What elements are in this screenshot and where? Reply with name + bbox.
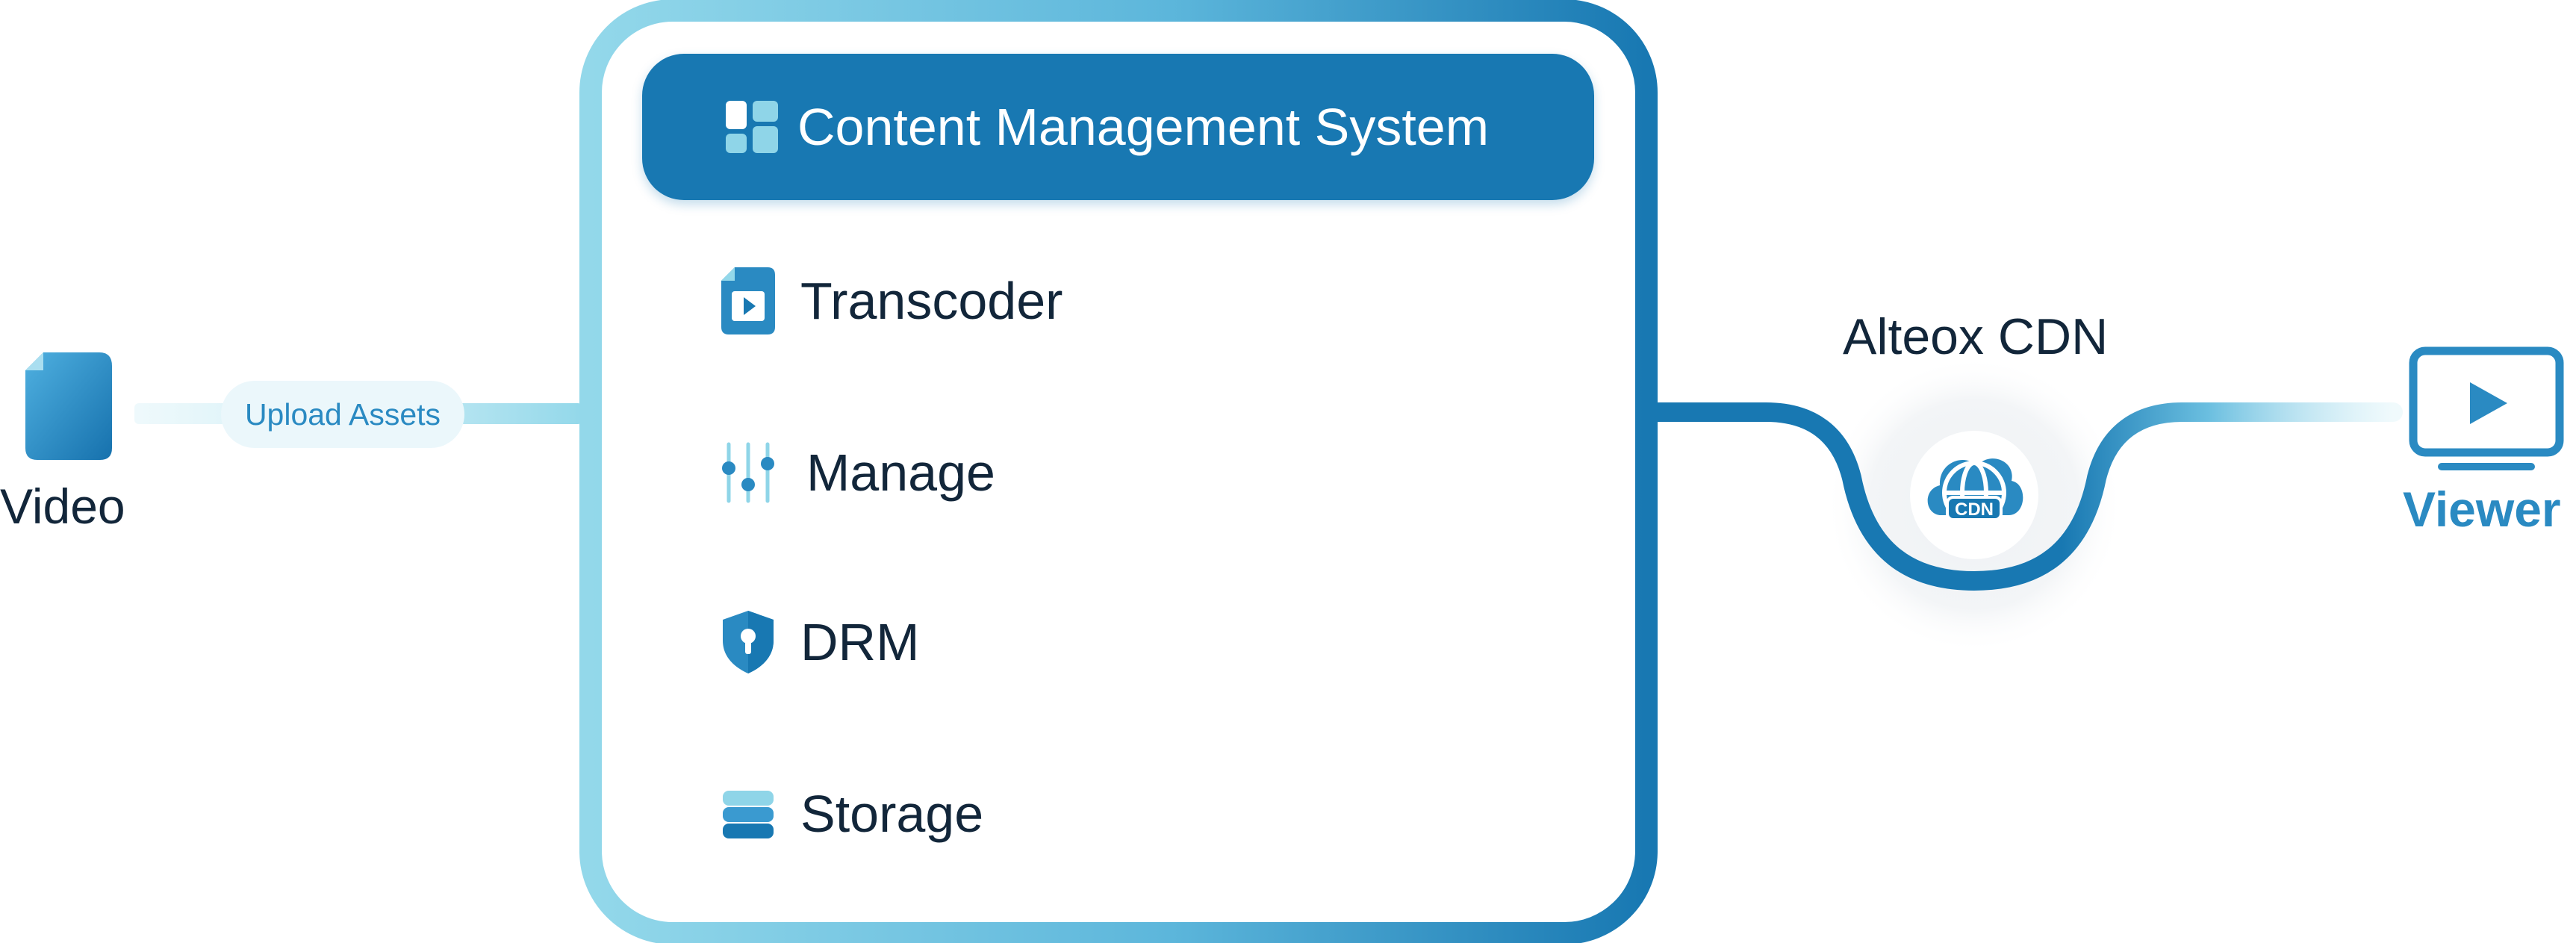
- cms-item-transcoder: Transcoder: [721, 267, 1063, 334]
- viewer-label: Viewer: [2403, 482, 2561, 537]
- upload-assets-label: Upload Assets: [221, 381, 464, 448]
- monitor-play-icon: [2409, 346, 2564, 470]
- cms-item-drm: DRM: [721, 611, 919, 673]
- cdn-label: Alteox CDN: [1843, 308, 2109, 365]
- video-label: Video: [0, 479, 125, 534]
- database-icon: [723, 791, 774, 838]
- cms-header: Content Management System: [642, 54, 1594, 200]
- cms-item-storage: Storage: [721, 784, 983, 844]
- file-icon: [25, 352, 112, 460]
- cms-item-label: Transcoder: [800, 272, 1063, 330]
- cms-item-manage: Manage: [721, 441, 995, 504]
- cms-title: Content Management System: [797, 98, 1490, 156]
- sliders-icon: [722, 442, 774, 503]
- cms-item-label: DRM: [800, 613, 920, 671]
- video-file-icon: [721, 267, 775, 334]
- cdn-connector: [1647, 402, 2403, 591]
- cms-container: [579, 0, 1658, 943]
- cdn-badge: CDN: [1955, 499, 1994, 520]
- cloud-globe-icon: CDN: [1927, 458, 2023, 525]
- shield-lock-icon: [723, 611, 774, 673]
- cms-item-label: Storage: [800, 785, 984, 843]
- cms-item-label: Manage: [806, 444, 995, 502]
- grid-icon: [726, 101, 778, 153]
